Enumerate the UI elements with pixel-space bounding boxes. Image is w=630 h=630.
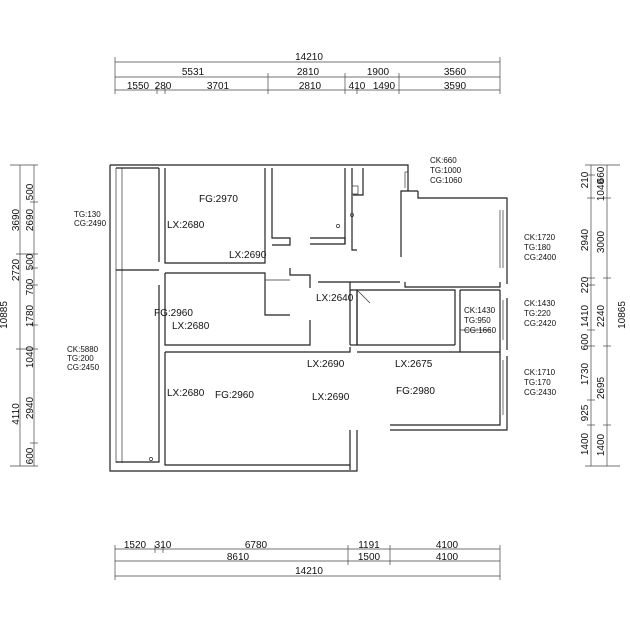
note-right-2-a: CK:1430 <box>524 299 556 308</box>
note-inner-bath-b: TG:950 <box>464 316 491 325</box>
note-right-1-c: CG:2400 <box>524 253 557 262</box>
dim-top-3-b: 280 <box>155 81 172 92</box>
note-left-bottom-2: TG:200 <box>67 354 94 363</box>
dim-right-total: 10865 <box>617 301 628 329</box>
dim-right-3-g: 1730 <box>580 362 591 385</box>
dim-left-3-b: 2690 <box>25 208 36 231</box>
dim-right-3-a: 210 <box>580 171 591 188</box>
walls <box>109 164 508 472</box>
dim-left-3-a: 500 <box>25 183 36 200</box>
dim-bottom-1-d: 1191 <box>358 540 380 551</box>
dim-right-2-c: 2240 <box>596 304 607 327</box>
note-right-2-c: CG:2420 <box>524 319 557 328</box>
bottom-dimensions: 1520 310 6780 1191 4100 8610 1500 4100 1… <box>114 540 501 580</box>
dim-top-2-c: 1900 <box>367 67 390 78</box>
left-dimensions: 10885 3690 2720 4110 500 2690 500 700 17… <box>0 164 38 467</box>
dim-top-2-d: 3560 <box>444 67 467 78</box>
room-label-lx-top: LX:2680 <box>167 220 205 231</box>
room-label-fg-right: FG:2980 <box>396 386 435 397</box>
room-label-lx-bottom-center: LX:2690 <box>312 392 350 403</box>
dim-left-3-e: 1780 <box>25 304 36 327</box>
dim-bottom-2-c: 4100 <box>436 552 459 563</box>
dim-left-2-a: 3690 <box>11 208 22 231</box>
dim-bottom-2-a: 8610 <box>227 552 250 563</box>
room-label-fg-top: FG:2970 <box>199 194 238 205</box>
top-dimensions: 14210 5531 2810 1900 3560 1550 280 3701 … <box>114 52 501 94</box>
dim-bottom-1-b: 310 <box>155 540 172 551</box>
note-inner-bath-a: CK:1430 <box>464 306 496 315</box>
window-notes: TG:130 CG:2490 CK:5880 TG:200 CG:2450 CK… <box>67 156 557 397</box>
dim-right-3-b: 1040 <box>596 178 607 201</box>
dim-top-2-a: 5531 <box>182 67 205 78</box>
room-label-fg-bottom: FG:2960 <box>215 390 254 401</box>
dim-top-total: 14210 <box>295 52 323 63</box>
room-label-lx-hall: LX:2690 <box>229 250 267 261</box>
note-left-top-1: TG:130 <box>74 210 101 219</box>
dim-right-2-d: 2695 <box>596 376 607 399</box>
dim-left-2-b: 2720 <box>11 258 22 281</box>
dim-right-2-a: 660 <box>596 166 607 183</box>
dim-top-3-a: 1550 <box>127 81 150 92</box>
note-right-1-a: CK:1720 <box>524 233 556 242</box>
dim-right-3-i: 1400 <box>580 432 591 455</box>
dim-top-3-g: 3590 <box>444 81 467 92</box>
dim-left-3-c: 500 <box>25 253 36 270</box>
note-top-kitchen-3: CG:1060 <box>430 176 463 185</box>
note-inner-bath-c: CG:1660 <box>464 326 497 335</box>
dim-top-3-f: 1490 <box>373 81 396 92</box>
dim-bottom-2-b: 1500 <box>358 552 381 563</box>
room-label-fg-mid: FG:2960 <box>154 308 193 319</box>
note-right-2-b: TG:220 <box>524 309 551 318</box>
dim-left-2-c: 4110 <box>11 403 22 425</box>
dim-left-3-g: 2940 <box>25 396 36 419</box>
note-right-3-c: CG:2430 <box>524 388 557 397</box>
room-label-lx-right: LX:2675 <box>395 359 433 370</box>
dim-right-3-d: 220 <box>580 276 591 293</box>
dim-left-3-f: 1040 <box>25 345 36 368</box>
dim-left-3-d: 700 <box>25 278 36 295</box>
dim-top-3-c: 3701 <box>207 81 230 92</box>
dim-right-3-h: 925 <box>580 404 591 421</box>
room-labels: FG:2970 LX:2680 LX:2690 FG:2960 LX:2680 … <box>154 194 435 403</box>
dim-top-3-e: 410 <box>349 81 366 92</box>
dim-right-3-f: 600 <box>580 333 591 350</box>
room-label-lx-center: LX:2640 <box>316 293 354 304</box>
note-left-top-2: CG:2490 <box>74 219 107 228</box>
note-top-kitchen-1: CK:660 <box>430 156 457 165</box>
note-right-3-a: CK:1710 <box>524 368 556 377</box>
note-left-bottom-3: CG:2450 <box>67 363 100 372</box>
dim-right-3-c: 2940 <box>580 228 591 251</box>
dim-right-3-e: 1410 <box>580 304 591 327</box>
room-label-lx-bottom-left: LX:2680 <box>167 388 205 399</box>
dim-bottom-1-a: 1520 <box>124 540 147 551</box>
right-dimensions: 10865 660 3000 2240 2695 1400 210 1040 2… <box>580 164 628 467</box>
dim-top-2-b: 2810 <box>297 67 320 78</box>
note-right-1-b: TG:180 <box>524 243 551 252</box>
room-label-lx-center-2: LX:2690 <box>307 359 345 370</box>
dim-left-3-h: 600 <box>25 447 36 464</box>
dim-left-total: 10885 <box>0 301 10 329</box>
note-left-bottom-1: CK:5880 <box>67 345 99 354</box>
dim-bottom-total: 14210 <box>295 566 323 577</box>
room-label-lx-mid: LX:2680 <box>172 321 210 332</box>
dim-top-3-d: 2810 <box>299 81 322 92</box>
dim-bottom-1-c: 6780 <box>245 540 268 551</box>
dim-right-2-e: 1400 <box>596 433 607 456</box>
note-right-3-b: TG:170 <box>524 378 551 387</box>
dim-bottom-1-e: 4100 <box>436 540 459 551</box>
dim-right-2-b: 3000 <box>596 230 607 253</box>
note-top-kitchen-2: TG:1000 <box>430 166 462 175</box>
